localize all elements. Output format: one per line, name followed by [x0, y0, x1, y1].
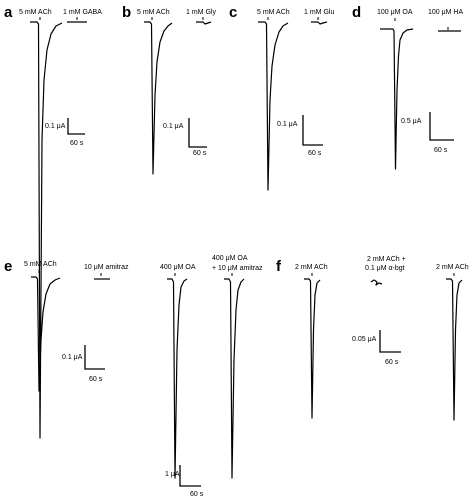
panel-f-label-ach-after: 2 mM ACh: [436, 264, 469, 271]
panel-c-label-ach: 5 mM ACh: [257, 9, 290, 16]
panel-e-label-amitraz: 10 μM amitraz: [84, 264, 129, 271]
panel-b-ach-trace: [144, 21, 173, 175]
panel-e-oa-trace: [167, 278, 188, 479]
panel-a-label-ach: 5 mM ACh: [19, 9, 52, 16]
panel-e: e 5 mM ACh 10 μM amitraz 400 μM OA 400 μ…: [4, 255, 263, 498]
panel-e-scale-bar-small: [84, 345, 105, 370]
panel-f-ach-bgt-trace: [370, 279, 383, 286]
panel-b-gly-trace: [196, 21, 212, 25]
panel-e-letter: e: [4, 258, 12, 275]
panel-a: a 5 mM ACh 1 mM GABA 0.1 μA 60 s: [4, 4, 102, 439]
panel-e-oa-amitraz-trace: [224, 278, 245, 479]
panel-d-oa-trace: [380, 28, 414, 170]
panel-d-label-ha: 100 μM HA: [428, 9, 463, 16]
panel-b-scale-bar: [188, 118, 207, 148]
panel-c-scale-time: 60 s: [308, 150, 322, 157]
panel-d-scale-bar: [429, 112, 454, 141]
panel-a-label-gaba: 1 mM GABA: [63, 9, 102, 16]
panel-d: d 100 μM OA 100 μM HA 0.5 μA 60 s: [352, 4, 463, 170]
panel-c-label-glu: 1 mM Glu: [304, 9, 334, 16]
panel-f-label-ach-bgt-line2: 0.1 μM α-bgt: [365, 265, 405, 272]
panel-c-scale-bar: [302, 115, 323, 146]
panel-e-label-oa-amitraz-line1: 400 μM OA: [212, 255, 248, 262]
panel-d-letter: d: [352, 4, 361, 21]
panel-f-scale-time: 60 s: [385, 359, 399, 366]
panel-f-label-ach: 2 mM ACh: [295, 264, 328, 271]
panel-b-label-ach: 5 mM ACh: [137, 9, 170, 16]
panel-f-label-ach-bgt-line1: 2 mM ACh +: [367, 256, 406, 263]
panel-e-scale-large-current: 1 μA: [165, 471, 180, 478]
panel-e-ach-trace: [31, 276, 61, 392]
panel-f-letter: f: [276, 258, 282, 275]
panel-b-scale-time: 60 s: [193, 150, 207, 157]
panel-d-label-oa: 100 μM OA: [377, 9, 413, 16]
panel-e-scale-small-current: 0.1 μA: [62, 354, 83, 361]
panel-d-scale-time: 60 s: [434, 147, 448, 154]
panel-f: f 2 mM ACh 2 mM ACh + 0.1 μM α-bgt 2 mM …: [276, 256, 469, 421]
panel-a-scale-current: 0.1 μA: [45, 123, 66, 130]
panel-c-letter: c: [229, 4, 237, 21]
panel-b-letter: b: [122, 4, 131, 21]
panel-e-label-oa-amitraz-line2: + 10 μM amitraz: [212, 265, 263, 272]
panel-f-ach-after-trace: [446, 278, 463, 421]
panel-b-label-gly: 1 mM Gly: [186, 9, 216, 16]
panel-e-label-oa: 400 μM OA: [160, 264, 196, 271]
panel-c-glu-trace: [311, 21, 328, 25]
panel-c: c 5 mM ACh 1 mM Glu 0.1 μA 60 s: [229, 4, 334, 191]
panel-e-scale-small-time: 60 s: [89, 376, 103, 383]
panel-f-scale-bar: [379, 330, 401, 353]
panel-b: b 5 mM ACh 1 mM Gly 0.1 μA 60 s: [122, 4, 216, 175]
panel-a-scale-time: 60 s: [70, 140, 84, 147]
panel-e-scale-large-time: 60 s: [190, 491, 204, 498]
panel-c-scale-current: 0.1 μA: [277, 121, 298, 128]
panel-c-ach-trace: [258, 21, 289, 191]
panel-e-label-ach: 5 mM ACh: [24, 261, 57, 268]
panel-a-ach-trace: [30, 21, 63, 439]
panel-e-scale-bar-large: [179, 465, 201, 487]
panel-b-scale-current: 0.1 μA: [163, 123, 184, 130]
panel-a-letter: a: [4, 4, 13, 21]
panel-a-scale-bar: [67, 118, 85, 135]
panel-f-ach-trace: [304, 278, 321, 419]
panel-d-scale-current: 0.5 μA: [401, 118, 422, 125]
panel-f-scale-current: 0.05 μA: [352, 336, 377, 343]
